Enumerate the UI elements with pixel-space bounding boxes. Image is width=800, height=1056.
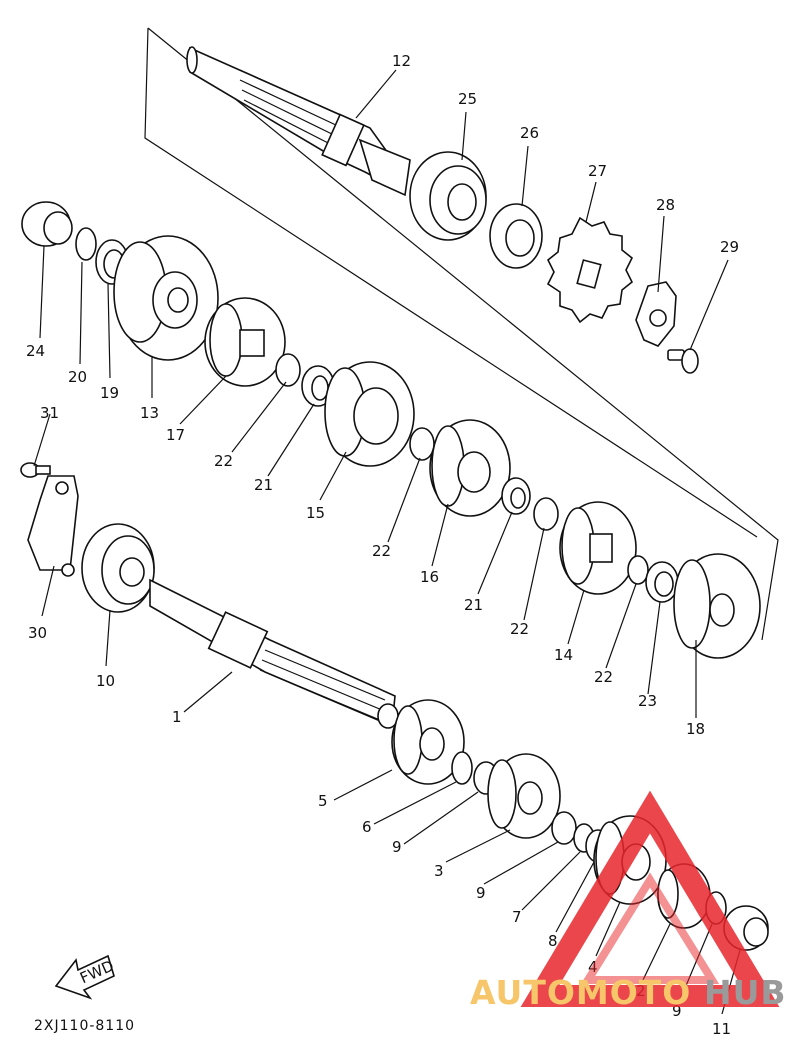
leader-lines: [33, 69, 741, 1015]
washer-21-b: [501, 477, 531, 515]
label-19: 19: [100, 384, 119, 402]
watermark-text-automoto: AUTOMOTO: [470, 973, 691, 1012]
label-8: 8: [548, 932, 558, 950]
label-5: 5: [318, 792, 328, 810]
label-9-c: 9: [672, 1002, 682, 1020]
label-26: 26: [520, 124, 539, 142]
part-number-labels: 12 25 26 27 28 29 24 20 19 13 17 22 21 1…: [26, 52, 739, 1038]
gear-18: [673, 553, 761, 659]
oil-seal-26: [489, 203, 543, 269]
label-11: 11: [712, 1020, 731, 1038]
label-9-a: 9: [392, 838, 402, 856]
gear-16: [429, 419, 511, 517]
label-28: 28: [656, 196, 675, 214]
circlip-22-b: [409, 427, 435, 461]
watermark-logo: [520, 790, 780, 1007]
bearing-25: [409, 151, 487, 241]
label-13: 13: [140, 404, 159, 422]
fwd-arrow: FWD: [54, 954, 117, 1000]
label-21-a: 21: [254, 476, 273, 494]
gear-5: [391, 699, 465, 785]
circlip-22-c: [533, 497, 559, 531]
label-31: 31: [40, 404, 59, 422]
label-10: 10: [96, 672, 115, 690]
label-27: 27: [588, 162, 607, 180]
washer-9-b: [551, 811, 577, 845]
label-22-b: 22: [372, 542, 391, 560]
gear-15: [324, 361, 415, 467]
label-15: 15: [306, 504, 325, 522]
label-22-d: 22: [594, 668, 613, 686]
bearing-10: [81, 523, 155, 613]
label-22-c: 22: [510, 620, 529, 638]
upper-shaft: [186, 46, 411, 197]
bolt-29: [667, 348, 699, 374]
label-23: 23: [638, 692, 657, 710]
circlip-22-d: [627, 555, 649, 585]
circlip-20: [75, 227, 97, 261]
label-1: 1: [172, 708, 182, 726]
gear-14: [559, 501, 637, 595]
label-7: 7: [512, 908, 522, 926]
label-12: 12: [392, 52, 411, 70]
label-16: 16: [420, 568, 439, 586]
group-boundary-left: [144, 27, 758, 538]
label-6: 6: [362, 818, 372, 836]
label-30: 30: [28, 624, 47, 642]
label-29: 29: [720, 238, 739, 256]
label-21-b: 21: [464, 596, 483, 614]
main-axle-1: [149, 578, 399, 729]
label-25: 25: [458, 90, 477, 108]
gear-17: [204, 297, 286, 387]
label-17: 17: [166, 426, 185, 444]
watermark-text-hub: HUB: [704, 973, 787, 1012]
label-14: 14: [554, 646, 573, 664]
circlip-22-a: [275, 353, 301, 387]
circlip-6: [451, 751, 473, 785]
group-boundary-right: [147, 27, 779, 641]
label-18: 18: [686, 720, 705, 738]
label-9-b: 9: [476, 884, 486, 902]
label-3: 3: [434, 862, 444, 880]
washer-23: [645, 561, 679, 603]
label-20: 20: [68, 368, 87, 386]
drive-sprocket-27: [546, 216, 634, 324]
lock-washer-28: [635, 281, 677, 347]
needle-bearing-24: [21, 201, 73, 247]
gear-3: [487, 753, 561, 839]
bearing-stopper-30: [27, 475, 79, 577]
screw-31: [20, 462, 51, 478]
label-22-a: 22: [214, 452, 233, 470]
gear-13: [113, 235, 219, 361]
diagram-code: 2XJ110-8110: [34, 1018, 135, 1034]
label-24: 24: [26, 342, 45, 360]
